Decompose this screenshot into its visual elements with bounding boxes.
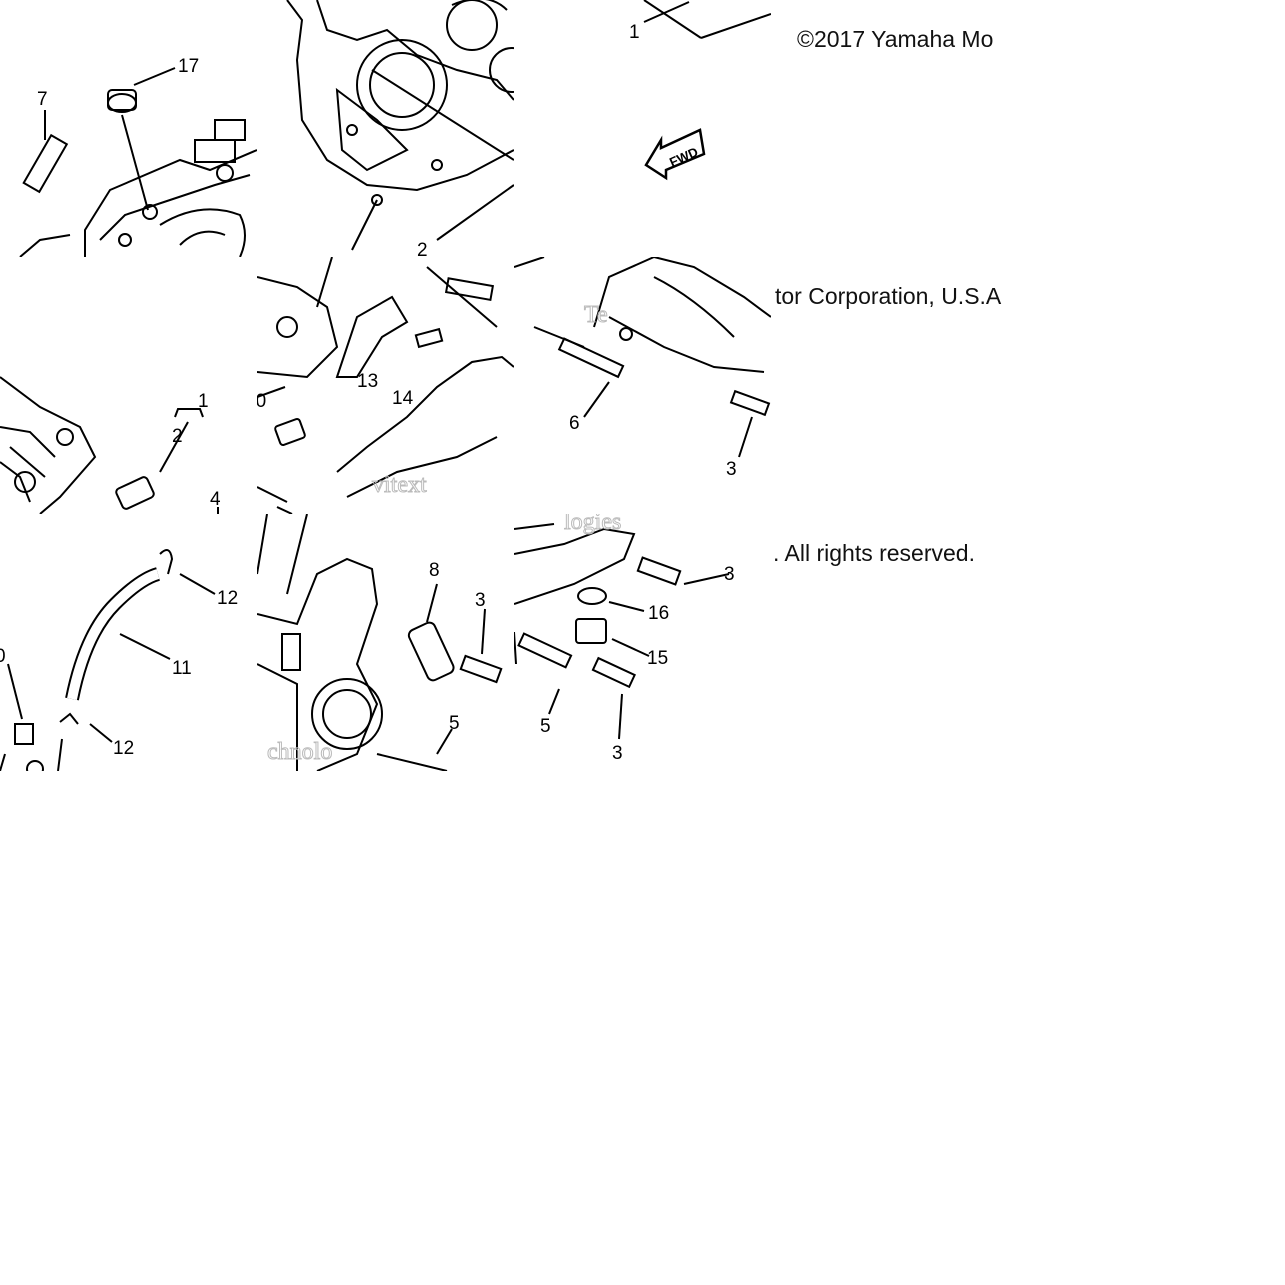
- screw-10: [14, 723, 34, 745]
- diagram-tile-crankcase-front: chnolo 8 3 5: [257, 514, 514, 771]
- bolt-14: [414, 327, 444, 349]
- copyright-line-3: . All rights reserved.: [773, 540, 975, 566]
- crankcase-front-drawing: chnolo 8 3 5: [257, 514, 503, 771]
- diagram-tile-breather-hose: 12 11 12 0: [0, 514, 257, 771]
- callout-3: 3: [475, 590, 486, 611]
- callout-12: 12: [217, 588, 238, 609]
- watermark-fragment: Te: [584, 302, 608, 328]
- callout-2: 2: [417, 240, 428, 257]
- callout-16: 16: [648, 603, 669, 624]
- callout-2: 2: [172, 426, 183, 447]
- crankcase-left-lower-drawing: 1 2 4: [0, 376, 221, 514]
- gasket-16: [577, 587, 607, 605]
- breather-hose-11: [65, 567, 161, 701]
- bolt-5: [517, 632, 573, 669]
- diagram-tile-crankcase-left-lower: 1 2 4: [0, 257, 257, 514]
- callout-17: 17: [178, 56, 199, 77]
- diagram-tile-crankcase-right: Te 6 3: [514, 257, 771, 514]
- fitting: [281, 633, 301, 671]
- crankcase-top-drawing: 2: [286, 0, 514, 257]
- copyright-line-1: ©2017 Yamaha Mo: [797, 26, 994, 52]
- callout-15: 15: [647, 648, 668, 669]
- callout-5: 5: [540, 716, 551, 737]
- callout-4: 4: [210, 489, 221, 510]
- collar-10: [274, 418, 306, 446]
- callout-14: 14: [392, 388, 414, 409]
- callout-13: 13: [357, 371, 378, 392]
- callout-5: 5: [449, 713, 460, 734]
- callout-6: 6: [569, 413, 580, 434]
- copyright-tile-2: tor Corporation, U.S.A: [771, 257, 1028, 514]
- callout-7: 7: [37, 89, 48, 110]
- diagram-tile-drain-plug: logies 3 16 15 5 3: [514, 514, 771, 771]
- fwd-arrow-icon: [644, 128, 706, 181]
- crankcase-center-drawing: vitext 13 14 10 9: [257, 257, 514, 514]
- watermark-fragment: chnolo: [267, 739, 332, 765]
- diagram-tile-crankcase-center: vitext 13 14 10 9: [257, 257, 514, 514]
- callout-8: 8: [429, 560, 440, 581]
- diagram-tile-crankcase-top: 2: [257, 0, 514, 257]
- callout-1: 1: [629, 22, 640, 43]
- fwd-arrow-drawing: 1 FWD: [629, 0, 771, 181]
- plate-13: [335, 295, 409, 378]
- watermark-fragment: vitext: [372, 472, 427, 498]
- dowel-pin-7: [22, 133, 69, 194]
- clamp-12: [159, 549, 174, 575]
- callout-3: 3: [724, 564, 735, 585]
- diagram-tile-fwd-arrow: 1 FWD: [514, 0, 771, 257]
- dowel-2: [115, 476, 155, 510]
- callout-3-lower: 3: [612, 743, 623, 764]
- copyright-tile-3: . All rights reserved.: [771, 514, 1028, 771]
- callout-3: 3: [726, 459, 737, 480]
- bracket-8: [407, 621, 455, 682]
- fwd-arrow-label: FWD: [667, 144, 700, 170]
- crankcase-left-drawing: 7 17: [19, 56, 257, 257]
- callout-10: 10: [257, 391, 266, 412]
- bolt-3-lower: [591, 656, 636, 689]
- copyright-line-2: tor Corporation, U.S.A: [775, 283, 1002, 309]
- callout-10: 0: [0, 646, 6, 667]
- watermark-fragment: logies: [564, 514, 621, 535]
- drain-plug-drawing: logies 3 16 15 5 3: [514, 514, 735, 764]
- clamp-12-lower: [59, 712, 79, 725]
- breather-hose-drawing: 12 11 12 0: [0, 549, 238, 771]
- bolt-3: [636, 556, 682, 586]
- bolt-6: [557, 337, 625, 379]
- drain-plug-15: [575, 618, 607, 644]
- crankcase-right-drawing: Te 6 3: [514, 257, 771, 480]
- callout-11: 11: [172, 658, 192, 679]
- callout-1: 1: [198, 391, 209, 412]
- bolt-3: [459, 654, 503, 684]
- bolt-3: [729, 389, 771, 417]
- diagram-tile-crankcase-left: 7 17: [0, 0, 257, 257]
- copyright-tile-1: ©2017 Yamaha Mo: [771, 0, 1028, 257]
- callout-12-lower: 12: [113, 738, 134, 759]
